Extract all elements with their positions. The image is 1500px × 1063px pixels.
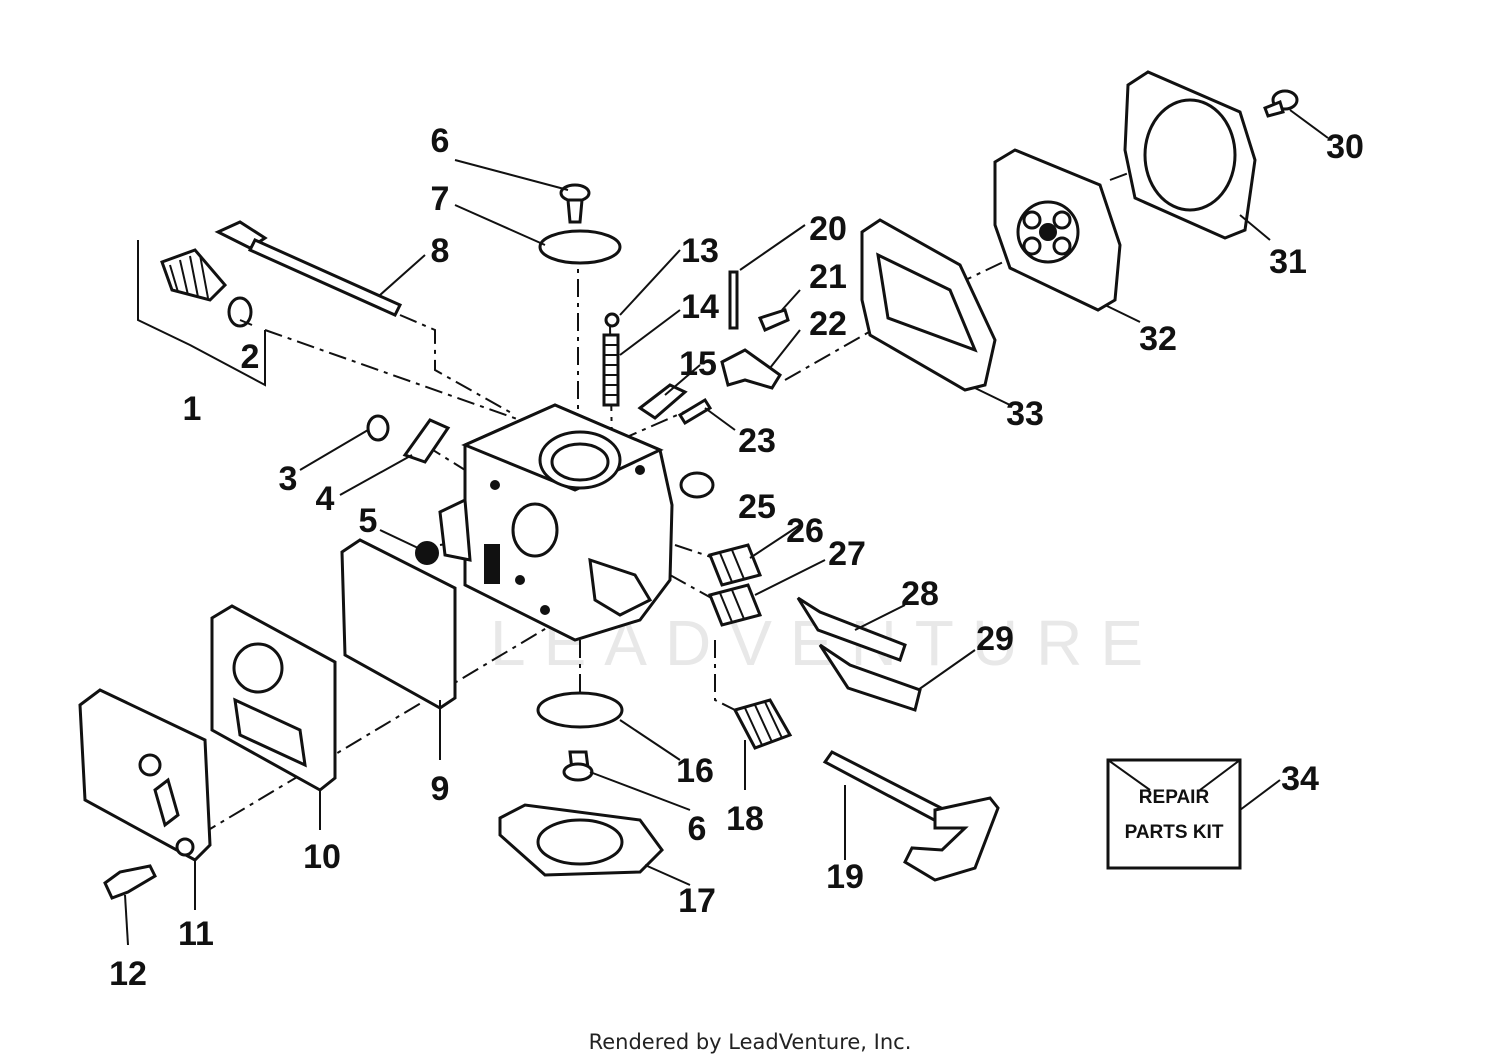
callout-33: 33 xyxy=(1006,395,1044,433)
part-5-plug xyxy=(415,541,439,565)
part-6-screw-bottom xyxy=(562,750,594,782)
callout-1: 1 xyxy=(183,390,202,428)
carburetor-body xyxy=(438,403,674,642)
callout-3: 3 xyxy=(279,460,298,498)
callout-12: 12 xyxy=(109,955,147,993)
callout-9: 9 xyxy=(431,770,450,808)
part-13-ball xyxy=(604,312,620,328)
callout-17: 17 xyxy=(678,882,716,920)
callout-29: 29 xyxy=(976,620,1014,658)
callout-27: 27 xyxy=(828,535,866,573)
part-3-screw xyxy=(366,414,390,442)
callout-30: 30 xyxy=(1326,128,1364,166)
part-23-pin xyxy=(677,397,713,426)
callout-25: 25 xyxy=(738,488,776,526)
part-18-spring xyxy=(732,698,793,750)
callout-6-top: 6 xyxy=(431,122,450,160)
leader-lines xyxy=(124,109,1329,946)
callout-4: 4 xyxy=(316,480,335,518)
part-12-screw xyxy=(103,864,157,900)
part-32-pump xyxy=(993,148,1122,312)
part-6-screw-top xyxy=(559,183,591,224)
part-17-gasket xyxy=(498,803,664,877)
callout-23: 23 xyxy=(738,422,776,460)
footer-credit: Rendered by LeadVenture, Inc. xyxy=(588,1030,912,1054)
callout-14: 14 xyxy=(681,288,719,326)
callout-6-bottom: 6 xyxy=(688,810,707,848)
part-31-cover xyxy=(1123,70,1257,240)
callout-20: 20 xyxy=(809,210,847,248)
part-20-pin xyxy=(728,270,739,330)
parts xyxy=(78,70,1299,900)
callout-8: 8 xyxy=(431,232,450,270)
callout-34: 34 xyxy=(1281,760,1319,798)
part-27-spring xyxy=(707,583,763,627)
part-7-plate xyxy=(538,229,622,265)
part-1-screw xyxy=(160,248,253,328)
callout-22: 22 xyxy=(809,305,847,343)
part-11-cover xyxy=(78,688,212,862)
part-33-gasket xyxy=(860,218,997,392)
callout-32: 32 xyxy=(1139,320,1177,358)
callout-5: 5 xyxy=(359,502,378,540)
repair-kit-line2: PARTS KIT xyxy=(1125,822,1224,843)
part-10-gasket xyxy=(210,604,337,792)
callout-15: 15 xyxy=(679,345,717,383)
callout-7: 7 xyxy=(431,180,450,218)
part-15-lever xyxy=(637,383,688,420)
callout-18: 18 xyxy=(726,800,764,838)
callout-28: 28 xyxy=(901,575,939,613)
part-21-screw xyxy=(757,308,790,332)
part-34-repair-kit xyxy=(1106,758,1242,870)
callout-10: 10 xyxy=(303,838,341,876)
part-8-shaft xyxy=(214,220,403,317)
callout-26: 26 xyxy=(786,512,824,550)
part-28-needle xyxy=(796,596,907,662)
part-19-shaft xyxy=(822,750,1000,882)
callout-16: 16 xyxy=(676,752,714,790)
part-14-spring xyxy=(602,333,620,407)
part-25-screen xyxy=(679,471,715,499)
part-16-plate xyxy=(536,691,624,729)
part-26-spring xyxy=(707,543,763,587)
callout-19: 19 xyxy=(826,858,864,896)
callout-labels: 1 2 3 4 5 6 7 8 9 10 11 12 13 14 15 16 6… xyxy=(109,122,1364,993)
part-9-diaphragm xyxy=(340,538,457,710)
callout-2: 2 xyxy=(241,338,260,376)
part-22-lever xyxy=(720,348,783,390)
part-4-bracket xyxy=(402,418,451,464)
callout-11: 11 xyxy=(178,915,214,953)
part-29-needle xyxy=(818,643,922,712)
repair-kit-line1: REPAIR xyxy=(1139,787,1210,808)
callout-13: 13 xyxy=(681,232,719,270)
callout-31: 31 xyxy=(1269,243,1307,281)
callout-21: 21 xyxy=(809,258,847,296)
part-30-screw xyxy=(1263,89,1299,118)
